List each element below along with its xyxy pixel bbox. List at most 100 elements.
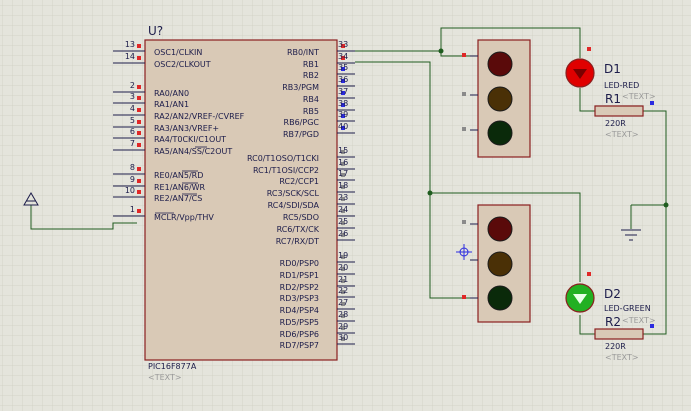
pin-marker <box>341 103 345 107</box>
led-d1-red[interactable]: D1 LED-RED <TEXT> <box>565 47 656 101</box>
pin-label: RD3/PSP3 <box>280 294 319 303</box>
pin-label: RD7/PSP7 <box>280 341 319 350</box>
green-lamp <box>487 285 513 311</box>
pin-label: RE1/AN6/WR <box>154 183 206 192</box>
pic16f877a-mcu[interactable]: U? PIC16F877A <TEXT> 13OSC1/CLKIN14OSC2/… <box>113 24 355 382</box>
pin-number: 1 <box>130 205 135 214</box>
junction-dot <box>438 48 444 54</box>
pin-label: RB3/PGM <box>282 83 319 92</box>
resistor-r1-body <box>594 105 644 117</box>
pin-number: 22 <box>338 286 348 295</box>
mcu-body[interactable] <box>144 39 338 361</box>
pin-marker <box>341 314 345 318</box>
wire-rb1-to-d2 <box>430 192 581 282</box>
pin-marker <box>462 295 466 299</box>
pin-marker <box>137 85 141 89</box>
pin-number: 13 <box>125 40 135 49</box>
pin-marker <box>341 255 345 259</box>
pin-label: RB0/INT <box>287 48 319 57</box>
resistor-r2-text-placeholder: <TEXT> <box>605 353 639 362</box>
pin-label: RC4/SDI/SDA <box>268 201 320 210</box>
pin-number: 26 <box>338 229 348 238</box>
traffic-light-1[interactable] <box>462 39 531 158</box>
pin-marker <box>137 143 141 147</box>
pin-label: RC2/CCP1 <box>279 177 319 186</box>
led-d1-reference: D1 <box>604 62 621 76</box>
resistor-r1-value: 220R <box>605 119 626 128</box>
mclr-input-terminal[interactable] <box>23 192 39 206</box>
wires <box>30 27 667 335</box>
pin-marker <box>341 233 345 237</box>
pin-number: 3 <box>130 92 135 101</box>
wire-rb1-to-green-lamp <box>355 61 470 299</box>
pin-marker <box>650 101 654 105</box>
resistor-r1-text-placeholder: <TEXT> <box>605 130 639 139</box>
pin-label: MCLR/Vpp/THV <box>154 213 214 222</box>
pin-label: RA1/AN1 <box>154 100 189 109</box>
pin-label: RB4 <box>303 95 319 104</box>
led-d2-green[interactable]: D2 LED-GREEN <TEXT> <box>565 272 656 325</box>
wire-rb0-to-d1 <box>355 27 581 58</box>
led-d2-arrow <box>573 294 587 304</box>
wire-junctions <box>427 48 669 208</box>
pin-number: 15 <box>338 146 348 155</box>
pin-label: RC1/T1OSI/CCP2 <box>253 166 319 175</box>
pin-label: RB6/PGC <box>284 118 320 127</box>
resistor-r2[interactable]: R2 220R <TEXT> <box>594 315 654 362</box>
pin-marker <box>341 56 345 60</box>
pin-marker <box>341 173 345 177</box>
pin-number: 35 <box>338 63 348 72</box>
junction-dot <box>427 190 433 196</box>
resistor-r1[interactable]: R1 220R <TEXT> <box>594 92 654 139</box>
pin-label: OSC2/CLKOUT <box>154 60 211 69</box>
led-d2-text-placeholder: <TEXT> <box>622 316 656 325</box>
pin-label: RE0/AN5/RD <box>154 171 203 180</box>
pin-number: 9 <box>130 175 135 184</box>
pin-label: RA4/T0CKI/C1OUT <box>154 135 226 144</box>
yellow-lamp <box>487 251 513 277</box>
led-d1-arrow <box>573 69 587 79</box>
ground-symbol[interactable] <box>621 229 641 241</box>
pin-marker <box>341 221 345 225</box>
pin-number: 36 <box>338 75 348 84</box>
pin-number: 30 <box>338 333 348 342</box>
traffic-light-2[interactable] <box>456 204 531 323</box>
